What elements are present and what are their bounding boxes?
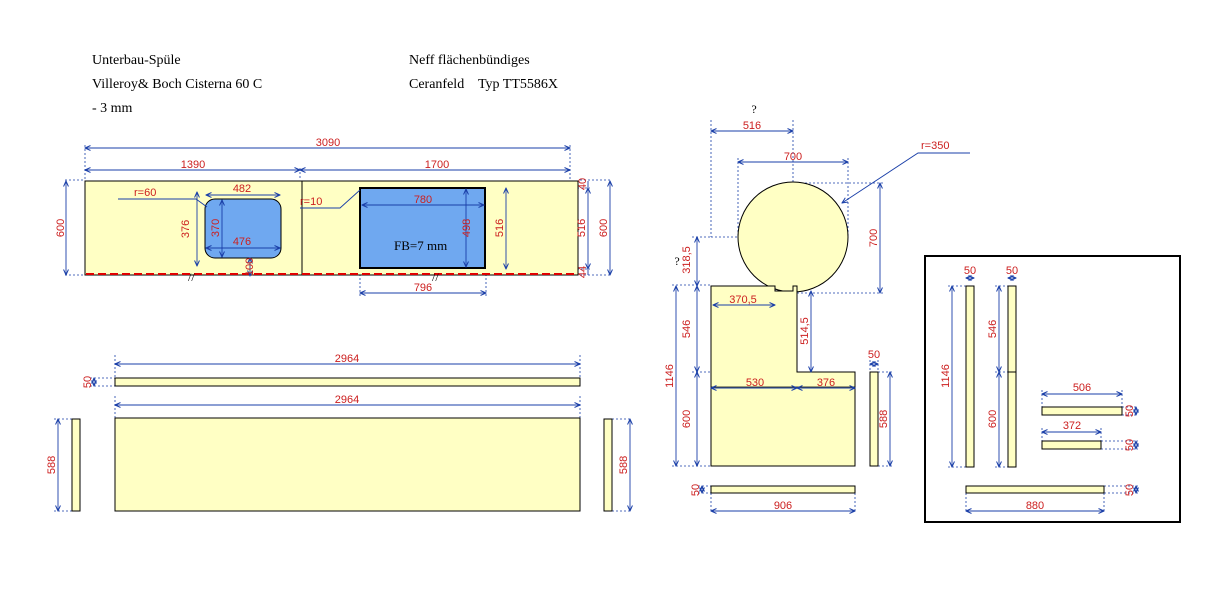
dim-island-370: 370,5 xyxy=(729,294,757,306)
part-strip-506 xyxy=(1041,406,1123,416)
label-fb: FB=7 mm xyxy=(394,238,447,253)
dim-strip-2964-b: 2964 xyxy=(335,394,359,406)
label-question-top: ? xyxy=(751,102,756,116)
dim-box-600: 600 xyxy=(987,410,999,428)
dim-box-50-b: 50 xyxy=(1006,265,1018,277)
dim-circle-700-w: 700 xyxy=(784,151,802,163)
dim-circle-700-h: 700 xyxy=(868,229,880,247)
strip-front xyxy=(114,377,581,387)
side-panel-left xyxy=(71,418,81,512)
dim-hob-780: 780 xyxy=(414,194,432,206)
dim-box-546: 546 xyxy=(987,320,999,338)
panel-bottom xyxy=(114,417,581,512)
dim-sink-376: 376 xyxy=(180,220,192,238)
island-top xyxy=(710,285,856,467)
dim-island-600: 600 xyxy=(681,410,693,428)
round-table-top xyxy=(737,181,849,293)
dim-sink-476: 476 xyxy=(233,236,251,248)
label-r60: r=60 xyxy=(134,187,156,199)
dim-hob-498: 498 xyxy=(461,219,473,237)
dim-island-906: 906 xyxy=(774,500,792,512)
dim-left-1390: 1390 xyxy=(181,159,205,171)
dim-hob-516: 516 xyxy=(494,219,506,237)
island-side-panel xyxy=(869,371,879,467)
hob-note-line1: Neff flächenbündiges xyxy=(409,53,530,68)
parts-frame xyxy=(924,255,1181,523)
dim-island-546: 546 xyxy=(681,320,693,338)
dim-bottom-gap-44: 44 xyxy=(577,266,589,278)
label-r10: r=10 xyxy=(300,196,322,208)
dim-box-506: 506 xyxy=(1073,382,1091,394)
dim-island-318: 318,5 xyxy=(681,246,693,274)
break-mark-left: // xyxy=(188,270,195,284)
sink-note-line3: - 3 mm xyxy=(92,101,133,116)
dim-box-1146: 1146 xyxy=(940,364,952,388)
side-panel-right xyxy=(603,418,613,512)
part-strip-372 xyxy=(1041,440,1102,450)
dim-sink-100: 100 xyxy=(244,258,256,276)
part-strip-880 xyxy=(965,485,1105,494)
dim-island-1146: 1146 xyxy=(664,364,676,388)
dim-island-376: 376 xyxy=(817,377,835,389)
dim-island-side-50: 50 xyxy=(868,349,880,361)
sink-note-line1: Unterbau-Spüle xyxy=(92,53,181,68)
island-bottom-strip xyxy=(710,485,856,494)
dim-side-588-right: 588 xyxy=(618,456,630,474)
dim-box-50-a: 50 xyxy=(964,265,976,277)
dim-right-516: 516 xyxy=(576,219,588,237)
dim-strip-2964-a: 2964 xyxy=(335,353,359,365)
dim-island-side-588: 588 xyxy=(878,410,890,428)
dim-height-right-600: 600 xyxy=(598,219,610,237)
dim-island-514: 514,5 xyxy=(799,317,811,345)
dim-side-588-left: 588 xyxy=(46,456,58,474)
label-r350: r=350 xyxy=(921,140,949,152)
dim-box-880: 880 xyxy=(1026,500,1044,512)
dim-box-880-50: 50 xyxy=(1124,484,1136,496)
hob-note-line2: Ceranfeld Typ TT5586X xyxy=(409,77,558,92)
dim-strip-50: 50 xyxy=(82,376,94,388)
part-strip-600 xyxy=(1007,371,1017,468)
dim-right-1700: 1700 xyxy=(425,159,449,171)
dim-box-506-50: 50 xyxy=(1124,405,1136,417)
dim-island-530: 530 xyxy=(746,377,764,389)
dim-island-516: 516 xyxy=(743,120,761,132)
dim-total-3090: 3090 xyxy=(316,137,340,149)
dim-island-bottom-50: 50 xyxy=(690,484,702,496)
dim-box-372-50: 50 xyxy=(1124,439,1136,451)
dim-sink-370: 370 xyxy=(210,219,222,237)
label-question-side: ? xyxy=(674,254,679,268)
break-mark-right: // xyxy=(432,270,439,284)
dim-top-gap-40: 40 xyxy=(577,178,589,190)
dim-box-372: 372 xyxy=(1063,420,1081,432)
dim-hob-796: 796 xyxy=(414,282,432,294)
dim-sink-482: 482 xyxy=(233,183,251,195)
sink-note-line2: Villeroy& Boch Cisterna 60 C xyxy=(92,77,263,92)
dim-height-left-600: 600 xyxy=(55,219,67,237)
part-strip-546 xyxy=(1007,285,1017,373)
part-strip-1146 xyxy=(965,285,975,468)
